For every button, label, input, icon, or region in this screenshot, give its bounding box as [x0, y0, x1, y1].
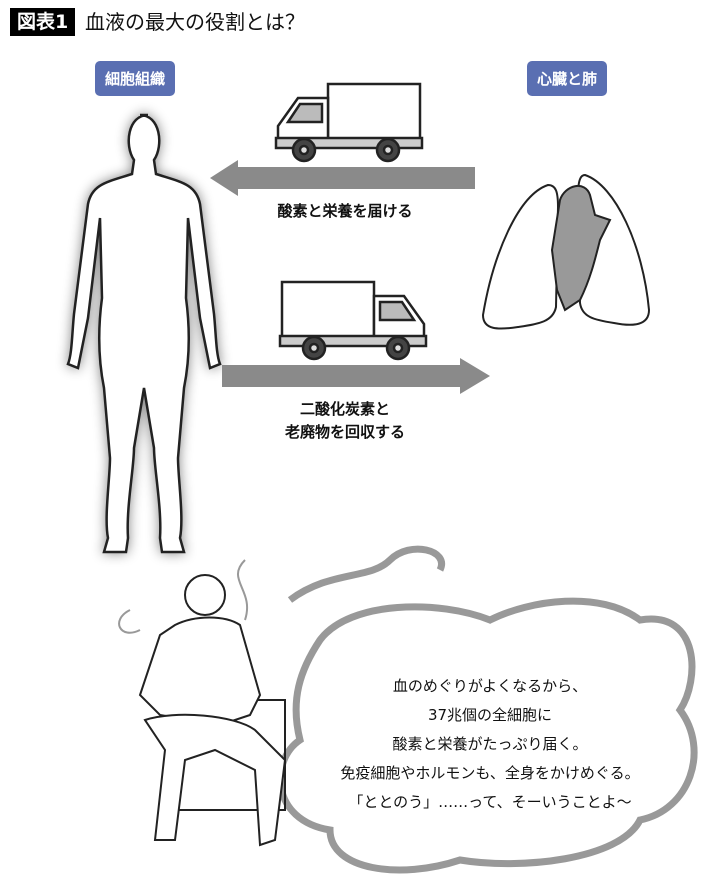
man-sitting-illustration	[118, 559, 287, 847]
truck-icon	[278, 280, 428, 361]
bubble-text: 血のめぐりがよくなるから、 37兆個の全細胞に 酸素と栄養がたっぷり届く。 免疫…	[310, 672, 670, 817]
caption-collect: 二酸化炭素と 老廃物を回収する	[250, 398, 440, 444]
label-cells: 細胞組織	[95, 61, 176, 96]
truck-icon	[274, 82, 424, 163]
bubble-line: 血のめぐりがよくなるから、	[392, 677, 588, 695]
label-heart-lungs: 心臓と肺	[527, 61, 608, 96]
bubble-line: 酸素と栄養がたっぷり届く。	[392, 735, 588, 753]
caption-line: 老廃物を回収する	[284, 423, 405, 441]
arrow-right-icon	[222, 358, 490, 394]
bubble-line: 37兆個の全細胞に	[427, 706, 553, 724]
human-body-illustration	[66, 113, 222, 554]
bubble-line: 免疫細胞やホルモンも、全身をかけめぐる。	[340, 764, 640, 782]
arrow-left-icon	[210, 160, 475, 196]
bubble-line: 「ととのう」……って、そーいうことよ〜	[348, 793, 632, 811]
figure-number: 図表1	[10, 8, 76, 36]
page-title: 血液の最大の役割とは？	[85, 10, 305, 34]
caption-line: 二酸化炭素と	[299, 400, 390, 418]
caption-deliver: 酸素と栄養を届ける	[277, 202, 413, 220]
heart-lungs-illustration	[481, 173, 651, 330]
